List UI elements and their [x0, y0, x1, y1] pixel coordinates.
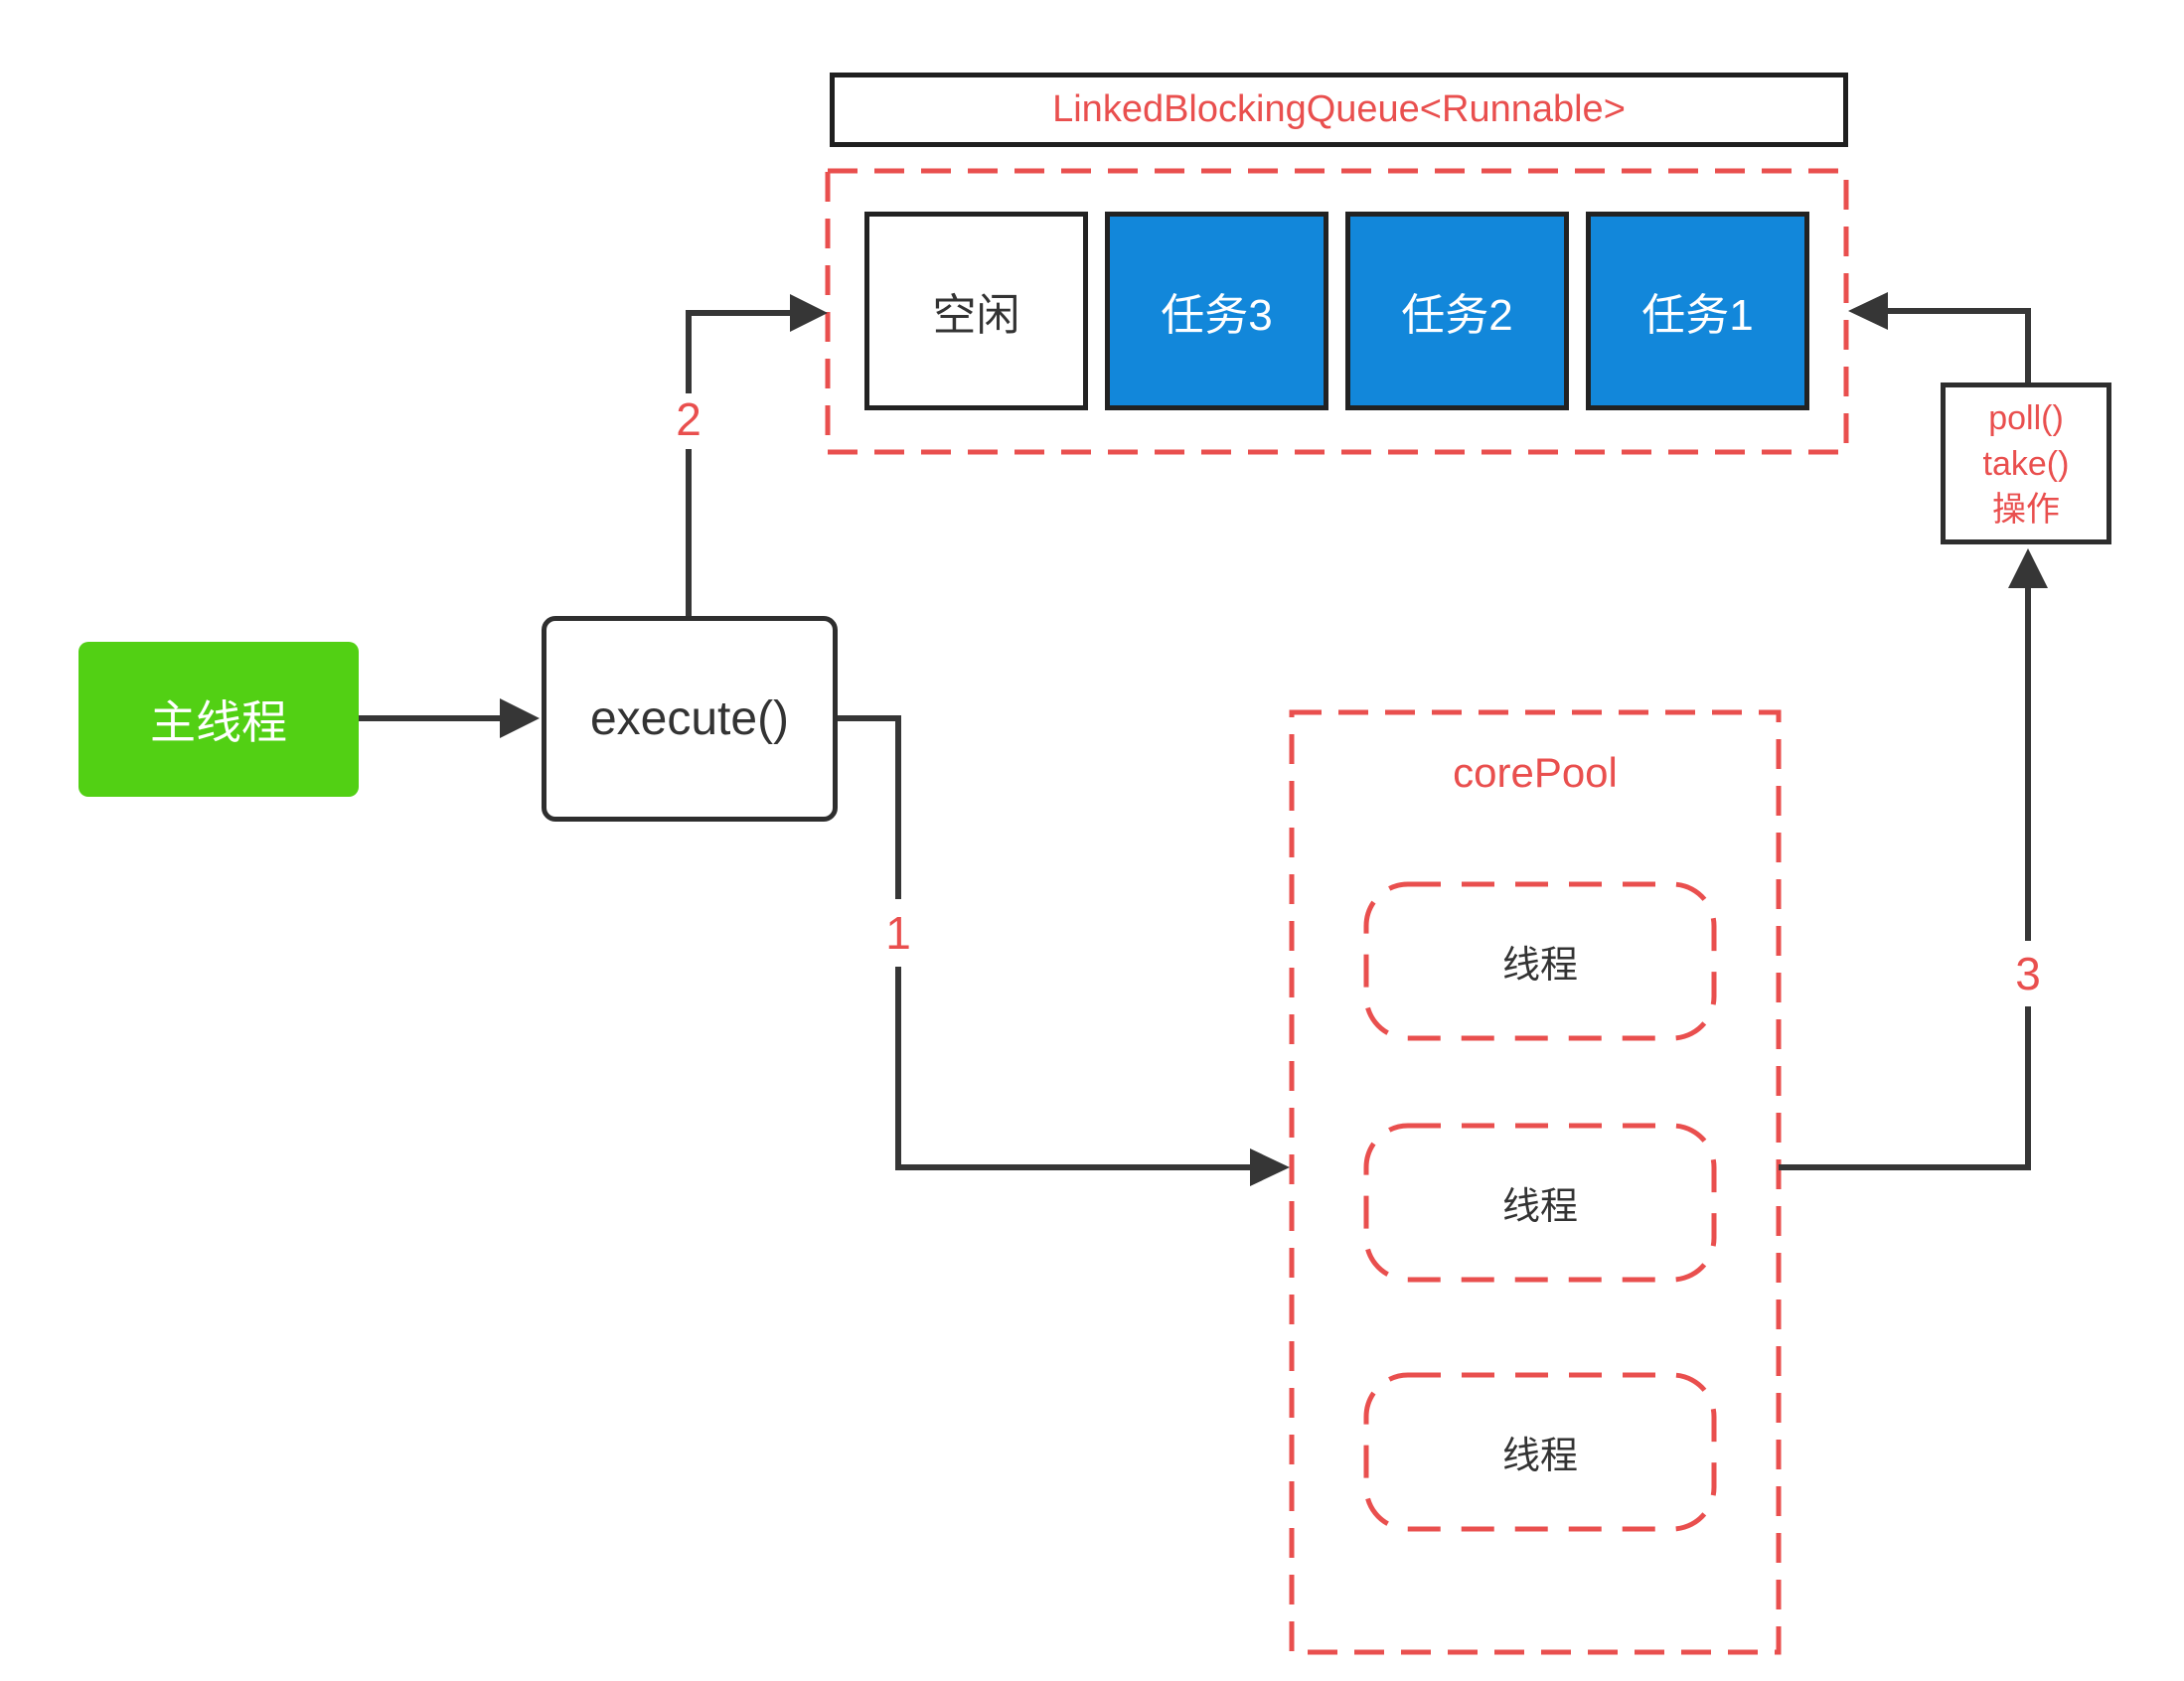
step-3-text: 3	[2015, 948, 2041, 999]
queue-slot-idle-label: 空闲	[932, 291, 1020, 340]
arrowhead-execute-to-queue	[790, 294, 828, 332]
thread-box-3	[1363, 1372, 1717, 1532]
arrow-execute-to-corepool	[838, 715, 1250, 1170]
queue-title-label: LinkedBlockingQueue<Runnable>	[1052, 88, 1626, 130]
step-1-text: 1	[885, 907, 911, 959]
queue-slot-task2-label: 任务2	[1401, 291, 1513, 340]
arrow-corepool-to-poll	[1779, 588, 2031, 1170]
queue-slot-task2: 任务2	[1345, 212, 1569, 410]
main-thread-label: 主线程	[150, 696, 287, 748]
step-2-text: 2	[676, 393, 702, 445]
execute-label: execute()	[589, 692, 790, 745]
step-3-label: 3	[1993, 944, 2063, 1003]
queue-slot-task1-label: 任务1	[1641, 291, 1754, 340]
arrow-execute-to-queue	[686, 310, 790, 616]
thread-box-2	[1363, 1123, 1717, 1283]
thread-3-label: 线程	[1366, 1375, 1714, 1529]
corepool-title: corePool	[1292, 743, 1779, 803]
arrowhead-execute-to-corepool	[1250, 1148, 1290, 1186]
main-thread-box: 主线程	[78, 642, 359, 797]
thread-3-text: 线程	[1501, 1436, 1578, 1477]
thread-2-text: 线程	[1501, 1186, 1578, 1228]
corepool-dashed-container	[1289, 709, 1782, 1655]
thread-1-text: 线程	[1501, 945, 1578, 987]
queue-title-box: LinkedBlockingQueue<Runnable>	[830, 73, 1848, 147]
execute-box: execute()	[542, 616, 838, 822]
thread-2-label: 线程	[1366, 1126, 1714, 1280]
operation-label: 操作	[1992, 490, 2060, 529]
queue-slot-idle: 空闲	[864, 212, 1088, 410]
take-label: take()	[1982, 444, 2070, 483]
queue-slot-task1: 任务1	[1586, 212, 1809, 410]
poll-take-box: poll() take() 操作	[1941, 382, 2111, 544]
arrowhead-poll-to-queue	[1848, 292, 1888, 330]
queue-slot-task3: 任务3	[1105, 212, 1328, 410]
step-1-label: 1	[863, 902, 933, 964]
thread-box-1	[1363, 881, 1717, 1041]
arrow-poll-to-queue	[1888, 308, 2031, 382]
thread-1-label: 线程	[1366, 884, 1714, 1038]
step-2-label: 2	[649, 389, 728, 449]
arrowhead-mainthread-to-execute	[500, 698, 540, 738]
poll-label: poll()	[1988, 398, 2064, 437]
corepool-title-label: corePool	[1453, 749, 1618, 796]
arrowhead-corepool-to-poll	[2008, 548, 2048, 588]
queue-slot-task3-label: 任务3	[1161, 291, 1273, 340]
